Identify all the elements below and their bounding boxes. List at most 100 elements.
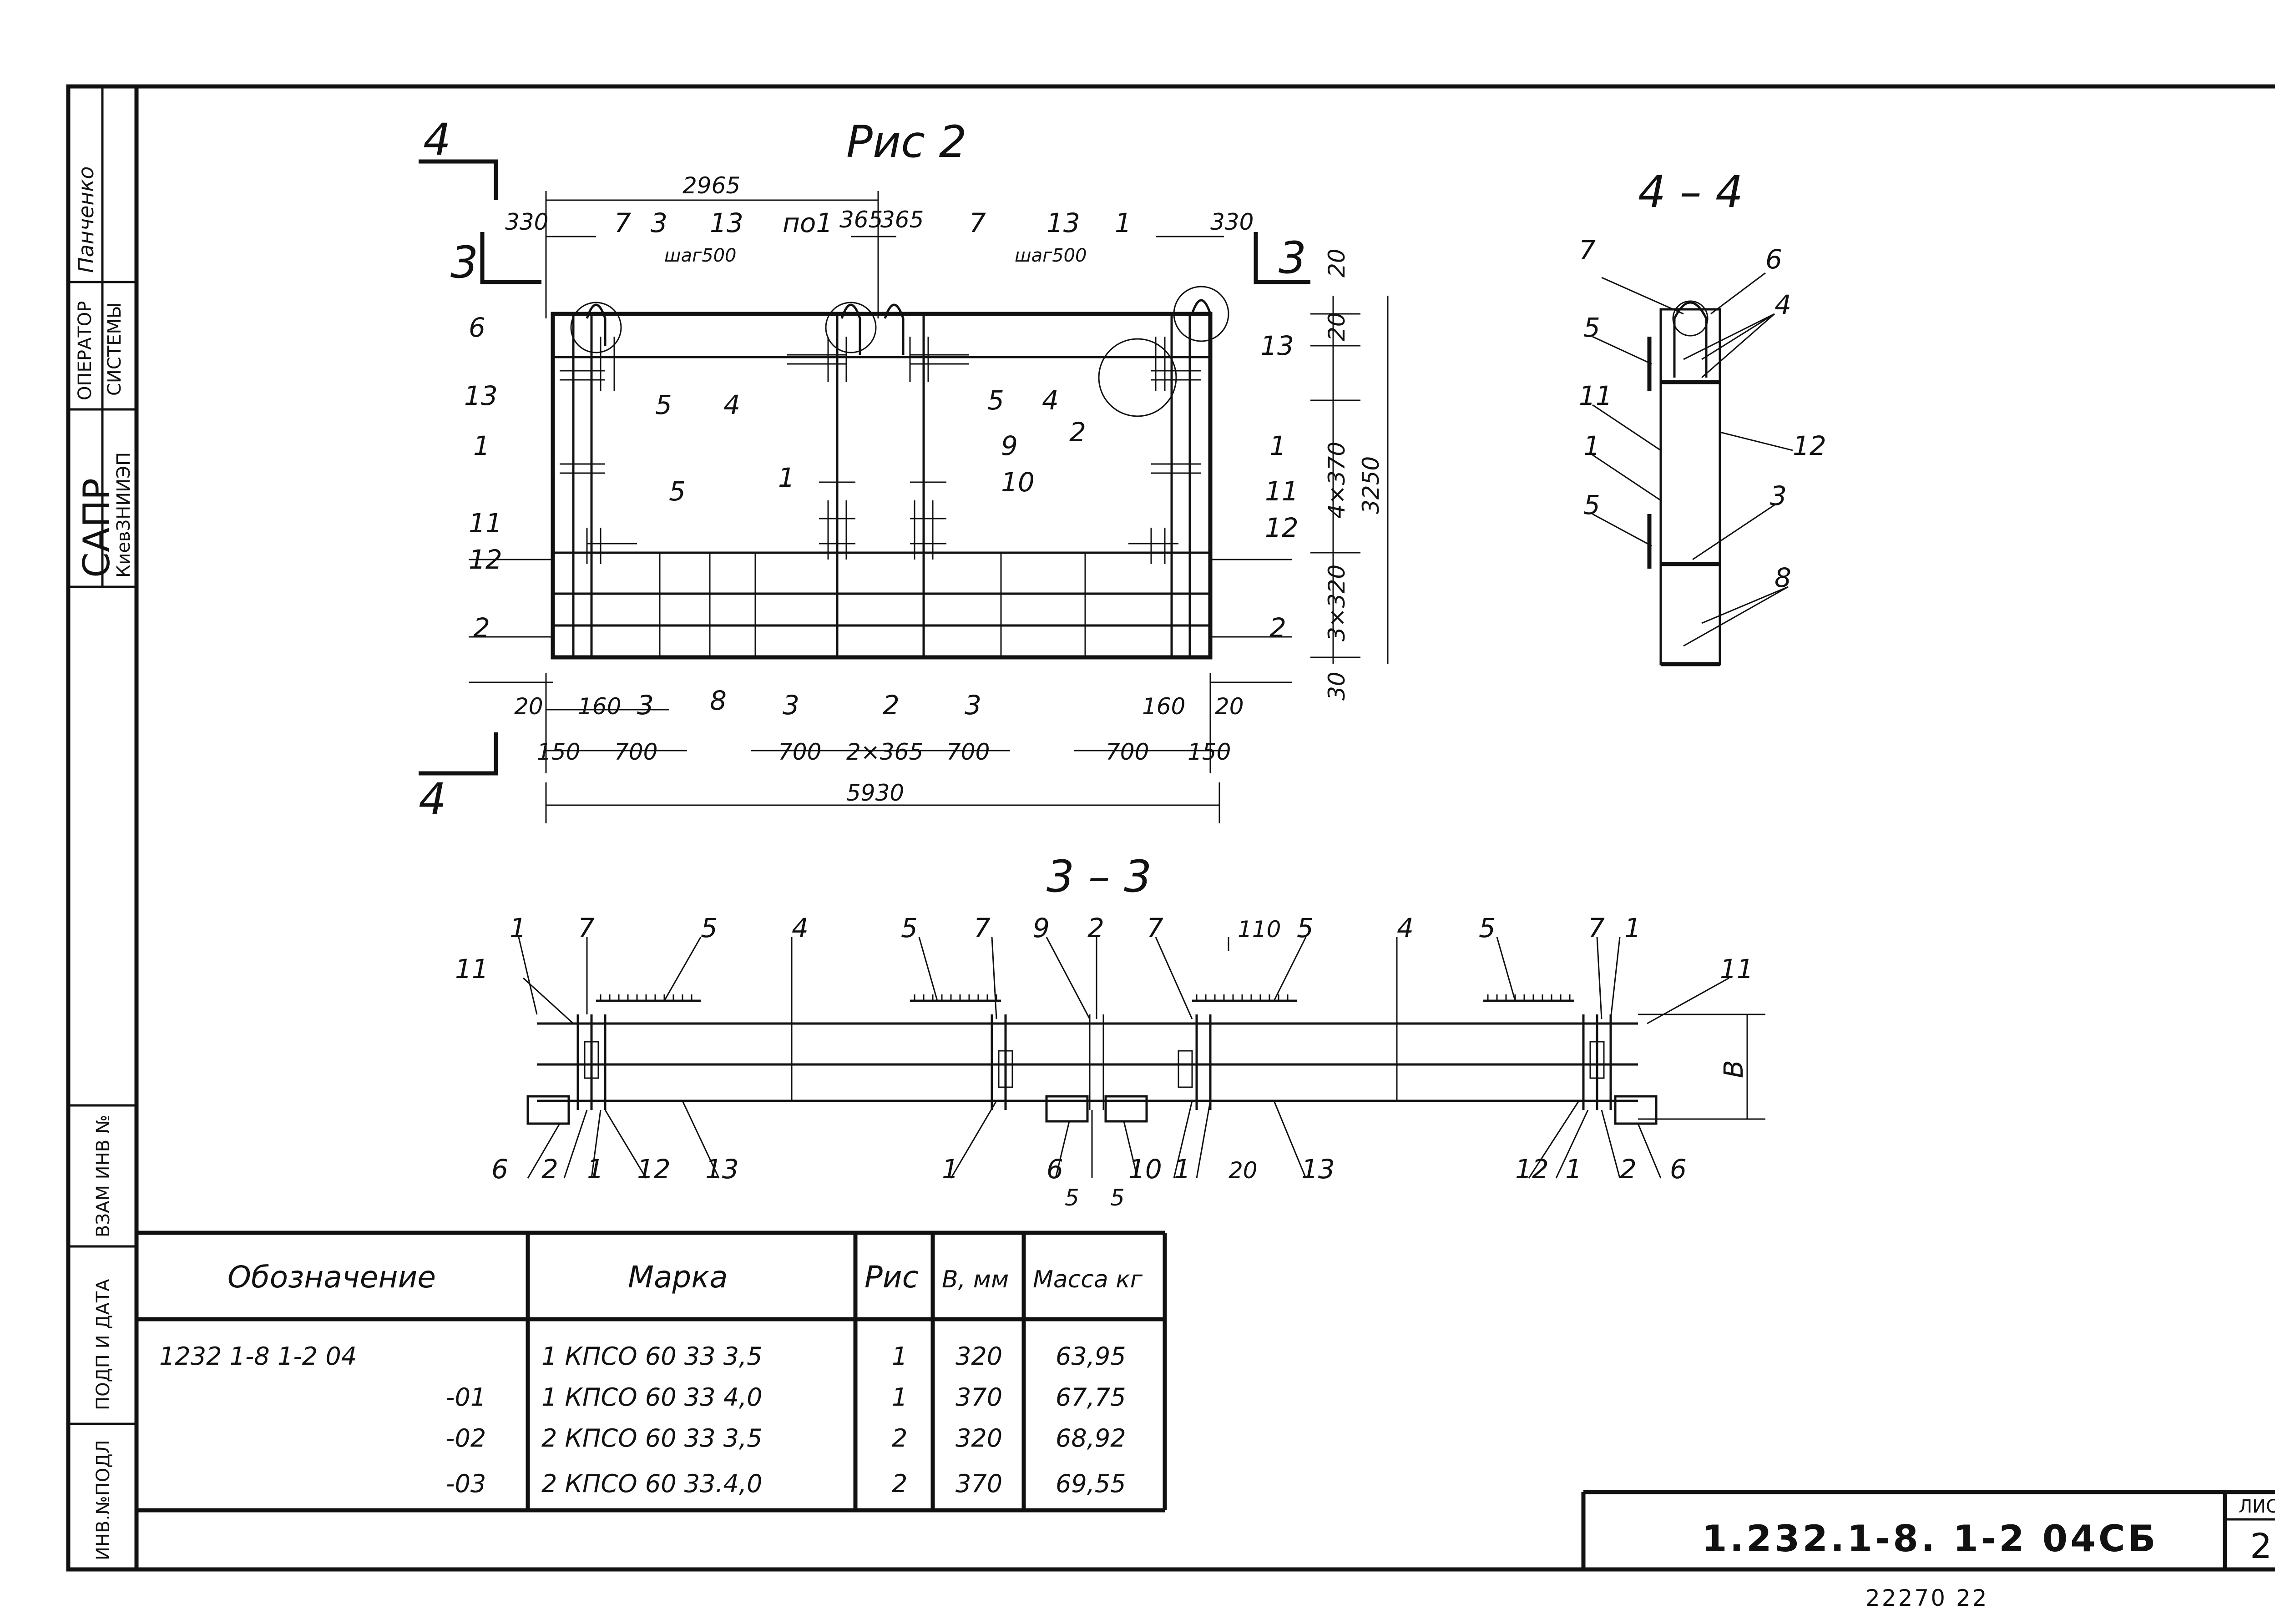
frame-outline: [551, 312, 1213, 660]
label-5-a: 5: [655, 389, 672, 420]
label-12-right: 12: [1265, 512, 1299, 543]
sheet-number: 2: [2250, 1526, 2272, 1566]
section-33-top-5b: 5: [901, 913, 918, 943]
dim-3x320: 3×320: [1324, 565, 1350, 641]
label-9: 9: [1001, 430, 1018, 461]
label-po1: по1: [783, 207, 833, 238]
spec-header-mark: Марка: [628, 1260, 728, 1295]
spec-row4-fig: 2: [892, 1469, 907, 1498]
label-1-mid: 1: [778, 462, 795, 493]
section-44-leaders: [1592, 272, 1793, 647]
cut-mark-3-right: 3: [1279, 232, 1306, 283]
spec-row2-fig: 1: [892, 1383, 907, 1412]
dim-160-left: 160: [578, 693, 621, 720]
section-33-leaders: [518, 937, 1729, 1179]
spec-row2-mark: 1 КПСО 60 33 4,0: [541, 1383, 762, 1412]
weld-nodes: [560, 337, 1201, 564]
spec-row1-designation: 1232 1-8 1-2 04: [159, 1342, 357, 1371]
dim-150-right: 150: [1188, 739, 1231, 765]
label-4-b: 4: [1042, 385, 1059, 416]
section-33-top-7a: 7: [578, 913, 595, 943]
dim-365-b: 365: [880, 207, 924, 233]
section-44-loop: [1673, 301, 1708, 378]
sheet-frame: [134, 84, 2275, 1572]
label-2-right: 2: [1269, 612, 1286, 643]
section-44-title: 4 – 4: [1638, 166, 1743, 217]
figure-2-plan: Рис 2: [419, 114, 1389, 825]
label-7-b: 7: [969, 207, 986, 238]
cut-3-left: [480, 232, 541, 284]
hook-circle-middle: [825, 302, 877, 353]
section-33-hook-1: [584, 1041, 599, 1079]
spec-row3-mark: 2 КПСО 60 33 3,5: [541, 1424, 762, 1453]
spec-row3-fig: 2: [892, 1424, 907, 1453]
label-1-left: 1: [473, 430, 490, 461]
section-33-bottom-10: 10: [1128, 1154, 1162, 1185]
section-33-bottom-12a: 12: [637, 1154, 671, 1185]
section-33-bottom-1c: 1: [1174, 1154, 1191, 1185]
section-33-bottom-1d: 1: [1565, 1154, 1582, 1185]
spec-row1-fig: 1: [892, 1342, 907, 1371]
section-33-bottom-20: 20: [1228, 1157, 1258, 1184]
label-2-left: 2: [473, 612, 490, 643]
spec-row3-mass: 68,92: [1056, 1424, 1126, 1453]
section-33-top-7b: 7: [974, 913, 991, 943]
label-2-node: 2: [1069, 417, 1086, 448]
section-33-bottom-2b: 2: [1620, 1154, 1637, 1185]
section-33-top-1a: 1: [510, 913, 526, 943]
dimension-lines: [469, 191, 1389, 823]
label-5-c: 5: [669, 476, 686, 507]
label-10: 10: [1001, 467, 1035, 498]
dim-20-b: 20: [1324, 312, 1350, 341]
section-44-label-8: 8: [1774, 562, 1791, 593]
section-33-box-mid-b: [1104, 1095, 1148, 1123]
label-13-a: 13: [710, 207, 743, 238]
spec-row1-b: 320: [956, 1342, 1002, 1371]
cut-4-bottom: [419, 732, 498, 776]
section-33-bottom-6c: 6: [1670, 1154, 1687, 1185]
section-33-b-label: В: [1718, 1060, 1749, 1078]
spec-header-b: В, мм: [942, 1266, 1009, 1293]
loop-middle-2: [884, 303, 905, 355]
section-33-top-5c: 5: [1297, 913, 1314, 943]
section-33-dim-b: [1638, 1014, 1765, 1120]
section-33-bottom-6a: 6: [491, 1154, 508, 1185]
dim-330-left: 330: [505, 209, 548, 235]
dim-150-left: 150: [537, 739, 580, 765]
dim-700-a: 700: [614, 739, 657, 765]
dim-5930: 5930: [846, 780, 904, 806]
section-33-top-11b: 11: [1720, 953, 1754, 984]
section-33-box-mid-a: [1045, 1095, 1089, 1123]
section-33-top-5a: 5: [701, 913, 718, 943]
label-1-right: 1: [1269, 430, 1286, 461]
section-44-label-7: 7: [1579, 235, 1596, 266]
spec-row1-mass: 63,95: [1056, 1342, 1126, 1371]
hook-circle-right: [1173, 286, 1229, 342]
spec-row4-mass: 69,55: [1056, 1469, 1126, 1498]
spec-header-mass: Масса кг: [1033, 1266, 1143, 1293]
section-33-box-right: [1614, 1095, 1658, 1125]
spec-row3-b: 320: [956, 1424, 1002, 1453]
section-33-posts: [576, 1014, 1612, 1110]
dim-365-a: 365: [839, 207, 883, 233]
spec-row3-designation: -02: [446, 1424, 486, 1453]
section-44-hook: [1672, 300, 1709, 337]
label-11-left: 11: [469, 508, 502, 539]
loop-middle: [840, 303, 861, 355]
section-33-bottom-1a: 1: [587, 1154, 604, 1185]
cut-mark-4-top: 4: [423, 114, 451, 165]
label-12-left: 12: [469, 544, 502, 575]
spec-table: Обозначение Марка Рис В, мм Масса кг 123…: [136, 1231, 1167, 1513]
spec-row4-b: 370: [956, 1469, 1002, 1498]
section-44-label-3: 3: [1770, 480, 1787, 511]
spec-row4-mark: 2 КПСО 60 33.4,0: [541, 1469, 762, 1498]
dim-step-left: шаг500: [664, 245, 736, 266]
section-44-label-4: 4: [1774, 289, 1791, 320]
spec-row1-mark: 1 КПСО 60 33 3,5: [541, 1342, 762, 1371]
section-44-label-12: 12: [1793, 430, 1826, 461]
spec-row2-designation: -01: [446, 1383, 486, 1412]
label-13-c: 13: [464, 380, 498, 411]
cut-4-top: [419, 159, 498, 200]
title-block: 1.232.1-8. 1-2 04СБ ЛИСТ 2 22270 22: [1581, 1490, 2275, 1611]
